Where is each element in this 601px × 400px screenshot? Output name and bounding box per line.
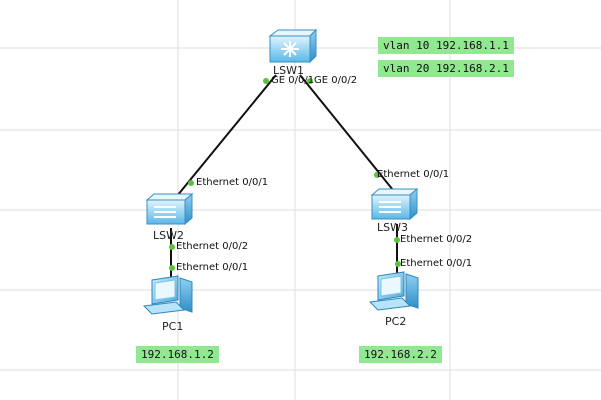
switch-icon-lsw2[interactable] xyxy=(145,192,194,226)
port-label-lsw1-p1: GE 0/0/1 xyxy=(271,75,315,86)
port-label-lsw2-down: Ethernet 0/0/2 xyxy=(176,241,249,252)
link-lsw1-lsw3[interactable] xyxy=(299,74,394,191)
port-label-lsw3-down: Ethernet 0/0/2 xyxy=(400,234,473,245)
device-label-lsw3: LSW3 xyxy=(377,221,408,234)
pc-icon-pc1[interactable] xyxy=(142,275,193,315)
device-label-lsw2: LSW2 xyxy=(153,229,184,242)
port-label-lsw3-up: Ethernet 0/0/1 xyxy=(377,169,450,180)
port-dot-lsw2-down[interactable] xyxy=(169,244,175,250)
port-label-pc2: Ethernet 0/0/1 xyxy=(400,258,473,269)
port-dot-pc2[interactable] xyxy=(395,261,401,267)
port-label-lsw1-p2: GE 0/0/2 xyxy=(314,75,358,86)
port-dot-lsw3-down[interactable] xyxy=(394,237,400,243)
port-dot-lsw2-up[interactable] xyxy=(188,180,194,186)
device-label-pc1: PC1 xyxy=(162,320,184,333)
port-label-lsw2-up: Ethernet 0/0/1 xyxy=(196,177,269,188)
device-label-lsw1: LSW1 xyxy=(273,64,304,77)
port-dot-lsw3-up[interactable] xyxy=(374,172,380,178)
note-vlan20: vlan 20 192.168.2.1 xyxy=(378,60,514,77)
port-dot-lsw1-p2[interactable] xyxy=(307,78,313,84)
switch-icon-lsw3[interactable] xyxy=(370,187,419,221)
device-label-pc2: PC2 xyxy=(385,315,407,328)
note-pc1-ip: 192.168.1.2 xyxy=(136,346,219,363)
port-dots xyxy=(169,78,401,271)
link-lsw1-lsw2[interactable] xyxy=(176,74,277,197)
port-dot-pc1[interactable] xyxy=(169,265,175,271)
pc-icon-pc2[interactable] xyxy=(368,271,419,311)
port-label-pc1: Ethernet 0/0/1 xyxy=(176,262,249,273)
note-vlan10: vlan 10 192.168.1.1 xyxy=(378,37,514,54)
links xyxy=(170,74,398,282)
note-pc2-ip: 192.168.2.2 xyxy=(359,346,442,363)
port-dot-lsw1-p1[interactable] xyxy=(263,78,269,84)
switch-icon-lsw1[interactable] xyxy=(268,28,318,64)
